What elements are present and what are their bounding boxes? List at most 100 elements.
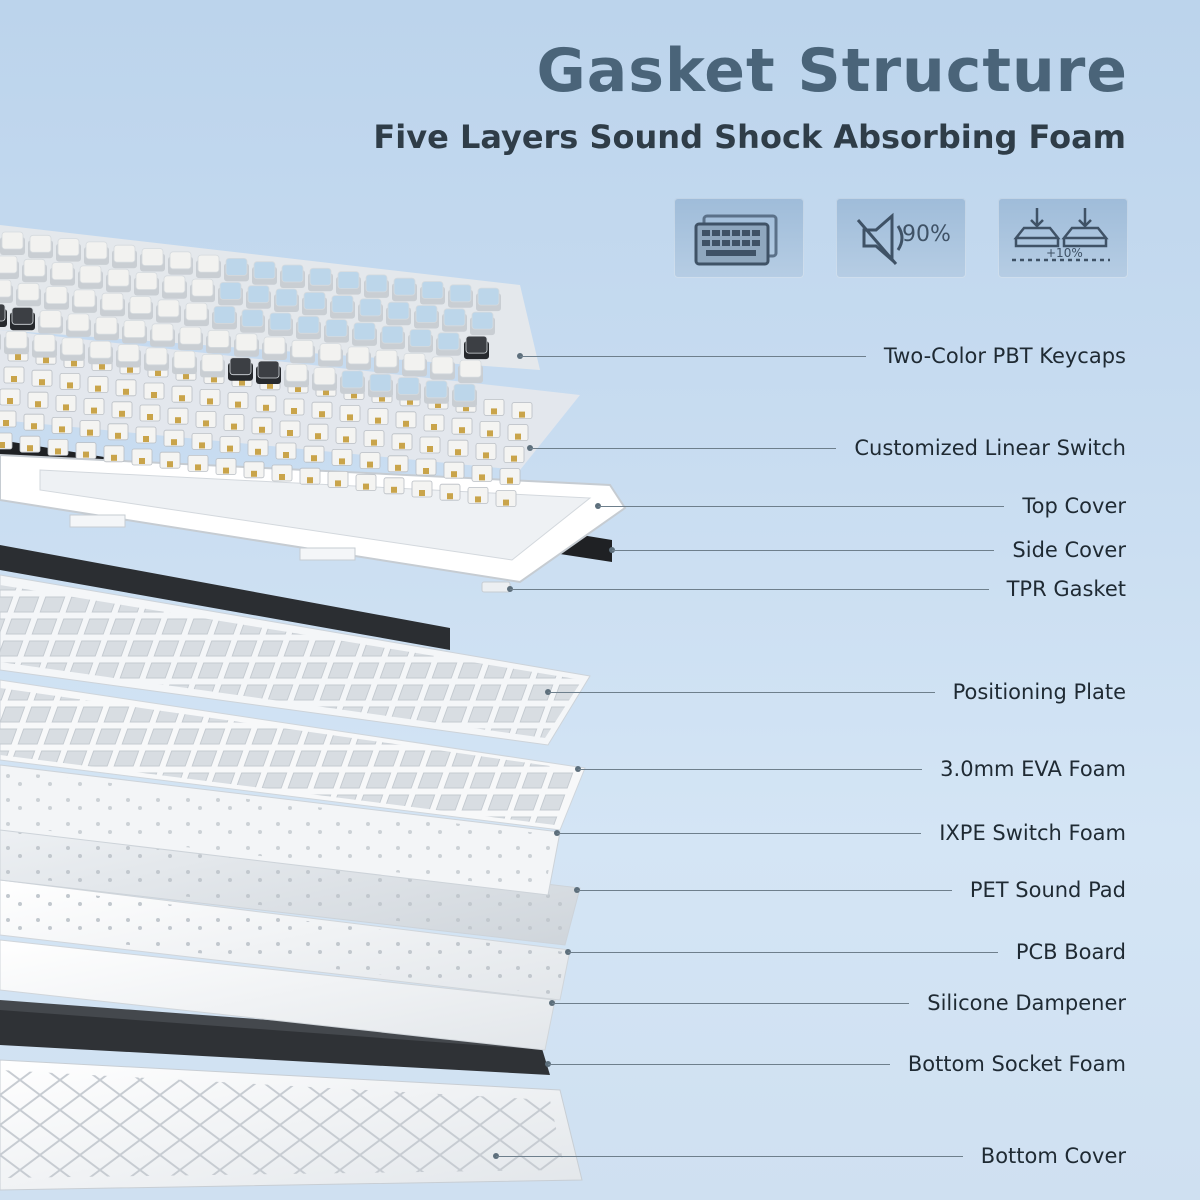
- switch: [447, 439, 469, 457]
- keycap: [0, 231, 25, 255]
- switch: [83, 398, 105, 416]
- keycap: [396, 377, 421, 401]
- keycap: [340, 370, 365, 394]
- layer-label: Top Cover: [1022, 494, 1126, 518]
- keycap: [346, 346, 371, 370]
- switch: [227, 392, 249, 410]
- switch: [479, 420, 501, 438]
- switch: [503, 446, 525, 464]
- switch: [303, 445, 325, 463]
- switch: [271, 464, 293, 482]
- keycap: [116, 344, 141, 368]
- keycap: [112, 244, 137, 269]
- keycap: [38, 310, 63, 334]
- keycap: [144, 347, 169, 371]
- keycap: [240, 309, 265, 333]
- keycap: [94, 316, 119, 341]
- keycap: [420, 281, 445, 305]
- keycap: [252, 261, 277, 285]
- keycap: [246, 285, 271, 309]
- keycap: [200, 353, 225, 378]
- switch: [27, 391, 49, 409]
- switch: [187, 454, 209, 472]
- switch: [215, 458, 237, 476]
- switch: [335, 426, 357, 444]
- keycap: [386, 301, 411, 326]
- keycap: [190, 278, 215, 303]
- keycap: [374, 349, 399, 374]
- leader-line: [552, 1003, 909, 1004]
- keycap: [44, 286, 69, 310]
- switch: [331, 448, 353, 466]
- switch: [395, 411, 417, 429]
- switch: [499, 468, 521, 486]
- switch: [59, 372, 81, 390]
- switch: [79, 420, 101, 438]
- keycap: [296, 315, 321, 340]
- layer-label: Positioning Plate: [952, 680, 1126, 704]
- switch: [115, 379, 137, 397]
- leader-line: [496, 1156, 963, 1157]
- switch: [415, 458, 437, 476]
- keycap: [224, 257, 249, 282]
- layer-label: 3.0mm EVA Foam: [940, 757, 1126, 781]
- switch: [0, 432, 13, 450]
- bottom-socket-foam: [0, 1000, 550, 1075]
- switch: [247, 439, 269, 457]
- switch: [3, 366, 25, 384]
- keycap: [470, 311, 495, 336]
- switch: [355, 474, 377, 492]
- keycap: [140, 248, 165, 272]
- keycap: [134, 272, 159, 296]
- sound-reduction-icon: 90%: [836, 198, 966, 278]
- eva-foam: [0, 679, 586, 831]
- page-subtitle: Five Layers Sound Shock Absorbing Foam: [373, 118, 1126, 156]
- keycap: [50, 262, 75, 286]
- switch: [439, 483, 461, 501]
- switch: [383, 477, 405, 495]
- keycap: [32, 334, 57, 358]
- switch: [223, 414, 245, 432]
- leader-line: [612, 550, 994, 551]
- keycap: [274, 288, 299, 312]
- switch: [359, 452, 381, 470]
- layer-label: Silicone Dampener: [927, 991, 1126, 1015]
- switch: [191, 432, 213, 450]
- keycap: [162, 275, 187, 299]
- leader-line: [510, 589, 989, 590]
- keycap: [436, 332, 461, 356]
- switch: [75, 442, 97, 460]
- keycap: [0, 255, 19, 279]
- keycap: [280, 264, 305, 288]
- leader-line: [530, 448, 836, 449]
- keycap: [330, 295, 355, 319]
- layer-label: PCB Board: [1015, 940, 1126, 964]
- switch: [507, 424, 529, 442]
- switch: [471, 464, 493, 482]
- keycap: [122, 320, 147, 344]
- switch: [251, 417, 273, 435]
- keycap: [464, 335, 489, 360]
- switch: [19, 435, 41, 453]
- keycap: [128, 296, 153, 320]
- keycap: [452, 383, 477, 408]
- switch: [423, 414, 445, 432]
- switch: [107, 423, 129, 441]
- keycap: [16, 282, 41, 307]
- switch: [511, 402, 533, 420]
- keycap: [196, 254, 221, 279]
- leader-line: [557, 833, 921, 834]
- leader-line: [598, 506, 1004, 507]
- layer-label: TPR Gasket: [1006, 577, 1126, 601]
- layer-label: IXPE Switch Foam: [939, 821, 1126, 845]
- keycap: [358, 298, 383, 322]
- keycap: [364, 274, 389, 298]
- pcb-board: [0, 879, 571, 1001]
- keycap: [156, 299, 181, 323]
- switch: [391, 433, 413, 451]
- keycap: [408, 329, 433, 353]
- switch: [87, 376, 109, 394]
- keycap: [28, 234, 53, 259]
- keycap: [0, 303, 7, 327]
- leader-line: [577, 890, 952, 891]
